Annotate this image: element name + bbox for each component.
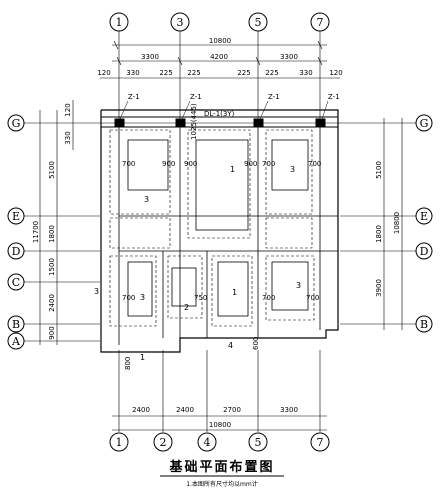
dim-top-small-2: 330 xyxy=(126,69,139,77)
bottom-axis-label-7: 7 xyxy=(317,436,324,449)
dim-600: 600 xyxy=(252,337,260,350)
right-axis-label-B: B xyxy=(420,318,428,331)
dim-right-bay-1: 5100 xyxy=(375,161,383,179)
drawing-title: 基础平面布置图 xyxy=(168,459,274,475)
bottom-axis-label-2: 2 xyxy=(160,436,167,449)
z1-label-1: Z-1 xyxy=(128,93,140,101)
top-axis-bubbles: 1 3 5 7 xyxy=(109,12,330,32)
dim-left-bay-3: 1500 xyxy=(48,258,56,276)
dim-bottom-bay-2: 2400 xyxy=(176,406,194,414)
foundation-outline xyxy=(100,109,339,353)
section-num-3a: 3 xyxy=(144,195,149,204)
section-num-4: 4 xyxy=(228,341,233,350)
section-num-2: 2 xyxy=(184,303,189,312)
left-axis-label-D: D xyxy=(12,245,21,258)
dim-left-bay-5: 900 xyxy=(48,326,56,339)
offset-700-f: 700 xyxy=(262,294,275,302)
section-num-1b: 1 xyxy=(232,288,237,297)
offset-750: 750 xyxy=(194,294,207,302)
section-num-3d: 3 xyxy=(296,281,301,290)
section-num-3e: 3 xyxy=(94,287,99,296)
dim-top-small-4: 225 xyxy=(187,69,200,77)
z1-label-2: Z-1 xyxy=(190,93,202,101)
dim-left-total: 11700 xyxy=(32,221,40,243)
bottom-dimensions xyxy=(112,415,327,431)
dim-top-small-7: 330 xyxy=(299,69,312,77)
dim-left-bay-1: 5100 xyxy=(48,161,56,179)
dl-small-label: 1025(445) xyxy=(190,103,198,140)
offset-900-b: 900 xyxy=(184,160,197,168)
right-axis-label-E: E xyxy=(420,210,428,223)
offset-700-b: 700 xyxy=(262,160,275,168)
dim-bottom-total: 10800 xyxy=(209,421,231,429)
dim-top-bay-2: 4200 xyxy=(210,53,228,61)
dim-right-bay-3: 3900 xyxy=(375,279,383,297)
dim-left-small-1: 120 xyxy=(64,103,72,116)
dim-left-bay-4: 2400 xyxy=(48,294,56,312)
left-axis-bubbles: G E D C B A xyxy=(7,114,25,350)
horizontal-axis-lines xyxy=(24,122,416,342)
dim-right-total: 10800 xyxy=(393,212,401,234)
dim-top-bay-3: 3300 xyxy=(280,53,298,61)
dim-right-bay-2: 1800 xyxy=(375,225,383,243)
left-dimensions xyxy=(39,100,74,345)
right-axis-label-D: D xyxy=(420,245,429,258)
dim-left-bay-2: 1800 xyxy=(48,225,56,243)
section-num-3b: 3 xyxy=(290,165,295,174)
right-axis-bubbles: G E D B xyxy=(415,114,433,333)
top-axis-label-5: 5 xyxy=(255,16,262,29)
section-num-1a: 1 xyxy=(230,165,235,174)
dim-top-total: 10800 xyxy=(209,37,231,45)
offset-700-a: 700 xyxy=(122,160,135,168)
offset-700-c: 700 xyxy=(308,160,321,168)
offset-700-d: 700 xyxy=(122,294,135,302)
z1-label-4: Z-1 xyxy=(328,93,340,101)
bottom-axis-label-1: 1 xyxy=(116,436,123,449)
dim-top-bay-1: 3300 xyxy=(141,53,159,61)
dim-800: 800 xyxy=(124,357,132,370)
dim-top-small-6: 225 xyxy=(265,69,278,77)
dim-bottom-bay-3: 2700 xyxy=(223,406,241,414)
top-axis-label-3: 3 xyxy=(177,16,184,29)
dim-top-small-1: 120 xyxy=(97,69,110,77)
dim-top-small-3: 225 xyxy=(159,69,172,77)
section-num-1c: 1 xyxy=(140,353,145,362)
left-axis-label-A: A xyxy=(11,335,21,348)
dim-bottom-bay-4: 3300 xyxy=(280,406,298,414)
dim-left-small-2: 330 xyxy=(64,131,72,144)
right-dimensions xyxy=(383,118,403,330)
left-axis-label-C: C xyxy=(12,276,20,289)
top-dimensions xyxy=(100,40,340,79)
bottom-axis-bubbles: 1 2 4 5 7 xyxy=(109,432,330,452)
offset-700-e: 700 xyxy=(306,294,319,302)
bottom-axis-label-4: 4 xyxy=(204,436,211,449)
offset-900-c: 900 xyxy=(244,160,257,168)
left-axis-label-E: E xyxy=(12,210,20,223)
dim-bottom-bay-1: 2400 xyxy=(132,406,150,414)
z1-leaders xyxy=(119,100,329,120)
top-axis-label-7: 7 xyxy=(317,16,324,29)
left-axis-label-B: B xyxy=(12,318,20,331)
vertical-axis-lines xyxy=(118,31,321,432)
dl-beam-label: DL-1(3Y) xyxy=(204,110,235,118)
dim-top-small-5: 225 xyxy=(237,69,250,77)
left-axis-label-G: G xyxy=(12,117,21,130)
dim-top-small-8: 120 xyxy=(329,69,342,77)
top-axis-label-1: 1 xyxy=(116,16,123,29)
section-num-3c: 3 xyxy=(140,293,145,302)
drawing-note: 1.本图所有尺寸均以mm计 xyxy=(186,480,257,488)
right-axis-label-G: G xyxy=(420,117,429,130)
offset-900-a: 900 xyxy=(162,160,175,168)
bottom-axis-label-5: 5 xyxy=(255,436,262,449)
z1-label-3: Z-1 xyxy=(268,93,280,101)
